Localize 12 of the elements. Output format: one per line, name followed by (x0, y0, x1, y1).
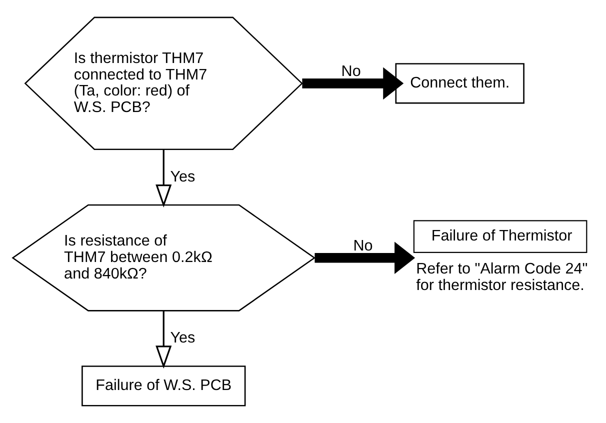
node-box: Failure of Thermistor (413, 220, 588, 253)
arrow (302, 67, 404, 100)
arrow (156, 310, 172, 369)
arrow (314, 242, 416, 274)
edge-label: Yes (170, 168, 196, 186)
edge-label: No (341, 62, 361, 80)
edge-label: No (353, 237, 373, 254)
node-label: Refer to "Alarm Code 24" for thermistor resistance. (416, 260, 588, 294)
arrow (156, 150, 172, 208)
node-box: Failure of W.S. PCB (82, 366, 246, 406)
node-box: Connect them. (395, 63, 524, 104)
edge-label: Yes (170, 329, 196, 346)
